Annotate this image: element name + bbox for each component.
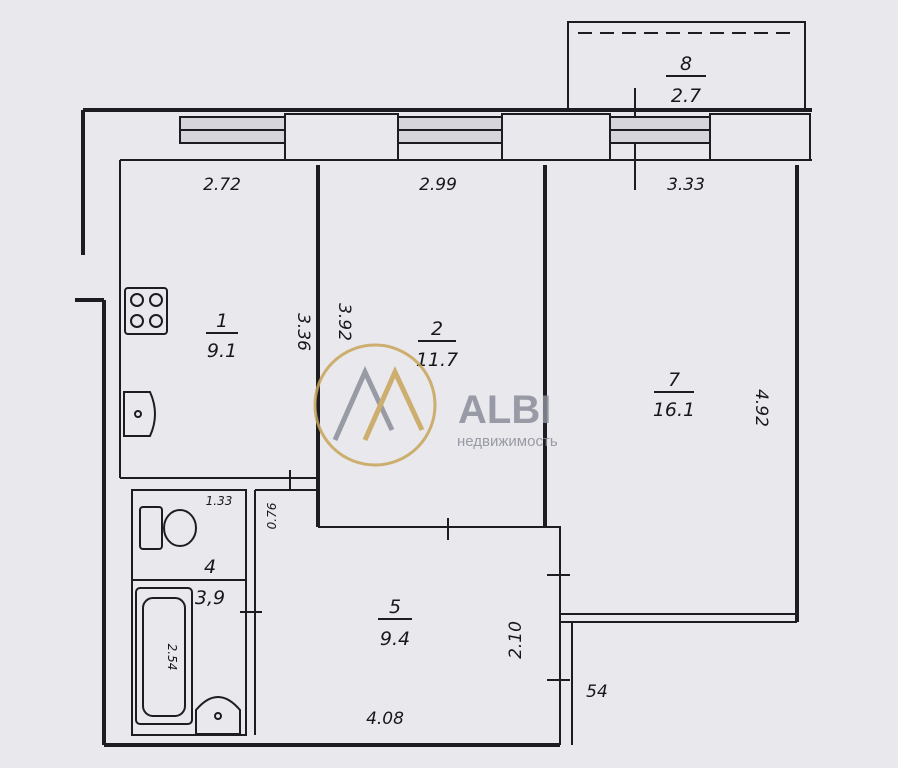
room-7-number: 7 xyxy=(668,369,680,391)
dim-room7-depth: 4.92 xyxy=(751,389,771,427)
albi-logo-icon xyxy=(313,343,437,467)
dim-hall-gap: 0.76 xyxy=(265,502,279,529)
room-1-area: 9.1 xyxy=(207,340,237,362)
dim-kitchen-depth: 3.36 xyxy=(293,313,313,351)
dimension-labels: 2.72 2.99 3.33 3.36 3.92 4.92 1.33 0.76 … xyxy=(165,175,771,729)
dim-room7-width: 3.33 xyxy=(667,175,705,195)
room-7-area: 16.1 xyxy=(653,399,695,421)
toilet-icon xyxy=(139,506,197,550)
windows xyxy=(179,113,811,161)
room-8-number: 8 xyxy=(680,53,692,75)
brand-name: ALBI xyxy=(458,388,551,432)
room-4-area: 3,9 xyxy=(195,587,225,609)
room-5-area: 9.4 xyxy=(380,628,410,650)
dim-hall-depth: 2.10 xyxy=(506,621,526,659)
bathroom-sink-icon xyxy=(195,696,241,735)
dim-hall-width: 4.08 xyxy=(366,709,404,729)
dim-room2-width: 2.99 xyxy=(419,175,457,195)
brand-tagline: недвижимость xyxy=(457,433,558,450)
room-2-number: 2 xyxy=(431,318,443,340)
room-1-number: 1 xyxy=(216,310,228,332)
room-labels: 1 9.1 2 11.7 7 16.1 8 2.7 4 3,9 5 9.4 xyxy=(195,53,706,650)
dim-room2-depth: 3.92 xyxy=(334,303,354,341)
kitchen-sink-icon xyxy=(123,391,156,437)
stove-icon xyxy=(124,287,168,335)
walls xyxy=(75,21,812,747)
room-5-number: 5 xyxy=(389,596,401,618)
door-marks xyxy=(240,470,570,681)
dim-wc-width: 1.33 xyxy=(206,494,233,508)
room-4-number: 4 xyxy=(204,556,216,578)
dim-corridor: 54 xyxy=(586,682,608,702)
room-2-area: 11.7 xyxy=(416,349,458,371)
dim-bathtub-length: 2.54 xyxy=(165,644,179,671)
dim-kitchen-width: 2.72 xyxy=(203,175,241,195)
albi-watermark: ALBI недвижимость xyxy=(313,343,558,467)
room-8-area: 2.7 xyxy=(671,85,701,107)
bathtub-icon xyxy=(135,587,193,725)
